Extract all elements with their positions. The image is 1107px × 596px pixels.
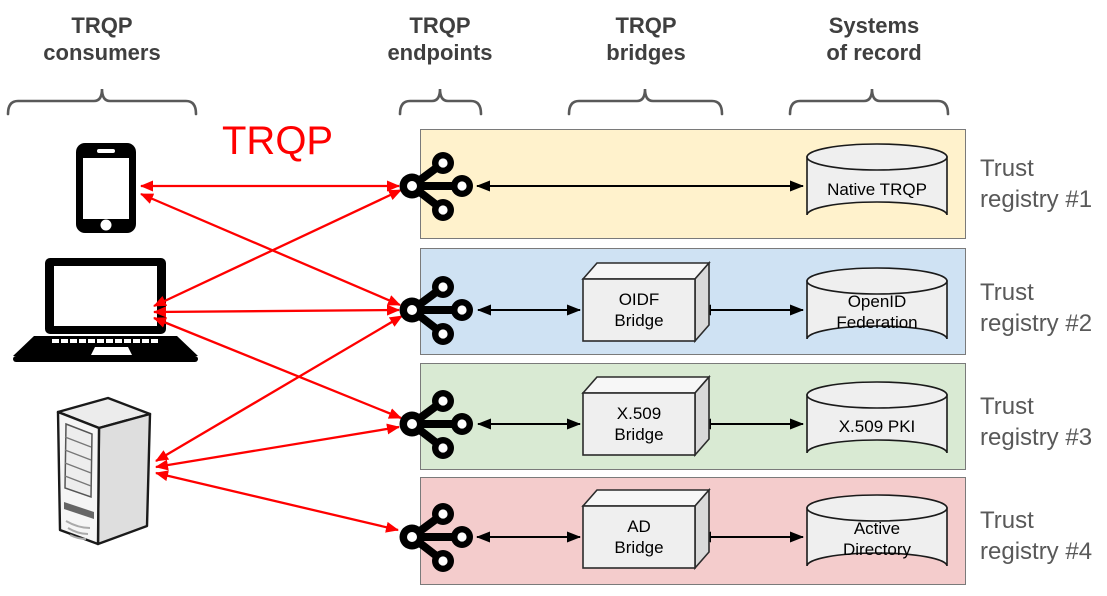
- header-line: TRQP: [409, 13, 471, 38]
- red-trqp-links: [140, 180, 403, 533]
- header-line: Systems: [828, 13, 920, 38]
- registry-label-2: Trust registry #2: [980, 277, 1092, 339]
- header-line: TRQP: [615, 13, 677, 38]
- system-label-ad: Active Directory: [807, 513, 947, 565]
- bridge-label-line: Bridge: [614, 538, 664, 557]
- system-label-x509: X.509 PKI: [807, 400, 947, 452]
- system-label-openid: OpenID Federation: [807, 286, 947, 338]
- link-server-endpoint4: [155, 470, 399, 533]
- header-line: endpoints: [387, 40, 493, 65]
- link-laptop-endpoint3: [153, 316, 402, 420]
- bridge-label-line: X.509: [616, 404, 662, 423]
- system-label-line: Directory: [842, 540, 911, 559]
- bridge-label-line: OIDF: [618, 290, 660, 309]
- header-line: of record: [826, 40, 922, 65]
- registry-label-line: registry #2: [980, 310, 1093, 337]
- system-label-line: Native TRQP: [827, 179, 927, 199]
- bridge-label-line: AD: [627, 517, 651, 536]
- registry-label-line: Trust: [980, 279, 1034, 306]
- link-laptop-endpoint1: [153, 188, 402, 308]
- system-label-native-trqp: Native TRQP: [807, 163, 947, 215]
- registry-label-1: Trust registry #1: [980, 153, 1092, 215]
- brace-consumers: [6, 88, 198, 116]
- registry-label-4: Trust registry #4: [980, 505, 1092, 567]
- registry-label-line: Trust: [980, 507, 1034, 534]
- column-header-consumers: TRQP consumers: [43, 12, 160, 66]
- protocol-label-trqp: TRQP: [222, 119, 334, 163]
- registry-label-line: Trust: [980, 393, 1034, 420]
- header-line: bridges: [606, 40, 686, 65]
- endpoint-hub-icon-1: [400, 152, 474, 221]
- link-laptop-endpoint2: [153, 304, 400, 318]
- registry-label-line: Trust: [980, 155, 1034, 182]
- link-server-endpoint3: [155, 423, 400, 471]
- endpoint-hub-icon-3: [400, 390, 474, 459]
- bridge-label-oidf: OIDF Bridge: [583, 285, 695, 335]
- header-line: TRQP: [71, 13, 133, 38]
- registry-label-3: Trust registry #3: [980, 391, 1092, 453]
- brace-bridges: [567, 88, 724, 116]
- column-header-bridges: TRQP bridges: [606, 12, 685, 66]
- link-server-endpoint2: [155, 315, 403, 462]
- laptop-icon: [13, 258, 198, 362]
- black-internal-arrows: [476, 180, 804, 543]
- system-label-line: Active: [853, 519, 901, 538]
- system-label-line: X.509 PKI: [838, 416, 916, 436]
- endpoint-hub-icon-4: [400, 503, 474, 572]
- registry-label-line: registry #4: [980, 538, 1093, 565]
- bridge-label-line: Bridge: [614, 311, 664, 330]
- smartphone-icon: [76, 143, 136, 233]
- link-phone-endpoint2: [140, 192, 401, 307]
- registry-label-line: registry #1: [980, 186, 1093, 213]
- column-header-systems: Systems of record: [826, 12, 921, 66]
- system-label-line: Federation: [836, 313, 918, 332]
- brace-systems: [788, 88, 950, 116]
- server-icon: [56, 396, 152, 546]
- bridge-label-ad: AD Bridge: [583, 512, 695, 562]
- column-header-endpoints: TRQP endpoints: [387, 12, 492, 66]
- system-label-line: OpenID: [847, 292, 907, 311]
- bridge-label-line: Bridge: [614, 425, 664, 444]
- bridge-label-x509: X.509 Bridge: [583, 399, 695, 449]
- endpoint-hub-icon-2: [400, 276, 474, 345]
- header-line: consumers: [43, 40, 161, 65]
- registry-label-line: registry #3: [980, 424, 1093, 451]
- brace-endpoints: [398, 88, 483, 116]
